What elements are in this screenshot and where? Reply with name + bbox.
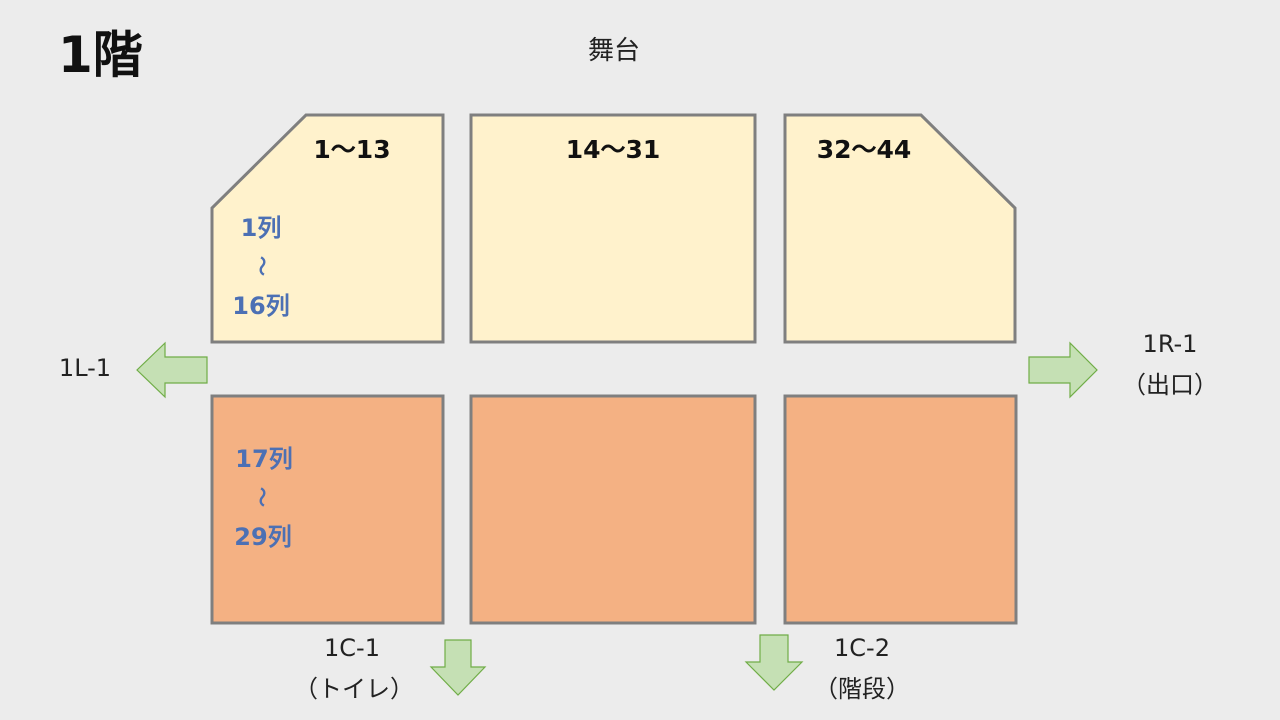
exit-center-left-note: （トイレ） — [294, 675, 414, 703]
front-row-start: 1列 — [240, 214, 282, 242]
front-left-block — [210, 113, 445, 344]
exit-center-right-note: （階段） — [814, 675, 910, 703]
front-right-block — [783, 113, 1017, 344]
rear-right-block — [783, 394, 1018, 625]
exit-right-note: （出口） — [1122, 371, 1218, 399]
seat-range-center: 14〜31 — [565, 135, 661, 164]
arrow-down-icon — [429, 639, 487, 696]
floor-title: 1階 — [58, 26, 143, 84]
stage-label: 舞台 — [588, 36, 641, 66]
arrow-right-icon — [1028, 341, 1098, 399]
exit-center-right-code: 1C-2 — [834, 634, 890, 662]
front-row-end: 16列 — [232, 292, 290, 320]
arrow-left-icon — [136, 341, 208, 399]
exit-left-code: 1L-1 — [58, 354, 112, 382]
exit-right-code: 1R-1 — [1142, 330, 1198, 358]
rear-center-block — [469, 394, 757, 625]
arrow-down-icon — [744, 634, 804, 691]
front-row-tilde: 〜 — [250, 256, 274, 276]
rear-row-tilde: 〜 — [250, 487, 274, 507]
exit-center-left-code: 1C-1 — [324, 634, 380, 662]
seat-range-left: 1〜13 — [313, 135, 391, 164]
seat-range-right: 32〜44 — [816, 135, 912, 164]
rear-left-block — [210, 394, 445, 625]
rear-row-start: 17列 — [235, 445, 293, 473]
rear-row-end: 29列 — [234, 523, 292, 551]
front-center-block — [469, 113, 757, 344]
